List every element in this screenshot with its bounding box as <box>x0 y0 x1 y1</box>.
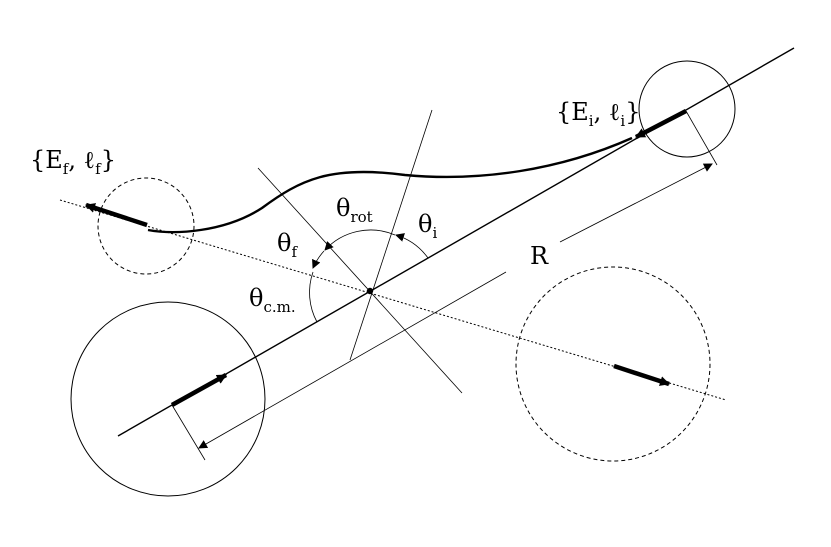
construction-line-a <box>257 167 463 394</box>
label-separation-r: R <box>530 242 549 270</box>
dim-tick-right <box>685 110 718 166</box>
label-theta-rot: θrot <box>336 194 373 226</box>
arc-theta-i <box>395 233 429 259</box>
initial-circle-small <box>638 60 736 158</box>
arrow-final-small <box>85 202 148 228</box>
label-theta-i: θi <box>418 210 437 242</box>
final-circle-small-dashed <box>97 177 195 275</box>
label-final-state: {Ef, ℓf} <box>30 146 116 178</box>
arc-theta-rot <box>324 229 396 251</box>
label-initial-state: {Ei, ℓi} <box>556 98 640 130</box>
arrow-initial-small <box>634 109 688 139</box>
final-circle-large-dashed <box>515 266 711 462</box>
arrow-initial-large <box>170 373 228 407</box>
center-of-mass-dot <box>366 287 374 295</box>
dim-line-upper <box>559 163 713 243</box>
construction-line-b <box>349 109 433 361</box>
label-theta-f: θf <box>277 229 298 261</box>
arc-theta-f <box>312 250 325 269</box>
arc-theta-cm <box>309 271 318 323</box>
initial-circle-large <box>70 301 266 497</box>
label-theta-cm: θc.m. <box>249 284 296 316</box>
trajectory-curve <box>147 136 633 234</box>
arrow-final-large <box>613 363 670 387</box>
dim-line-lower <box>198 271 507 449</box>
dim-tick-left <box>171 404 206 461</box>
